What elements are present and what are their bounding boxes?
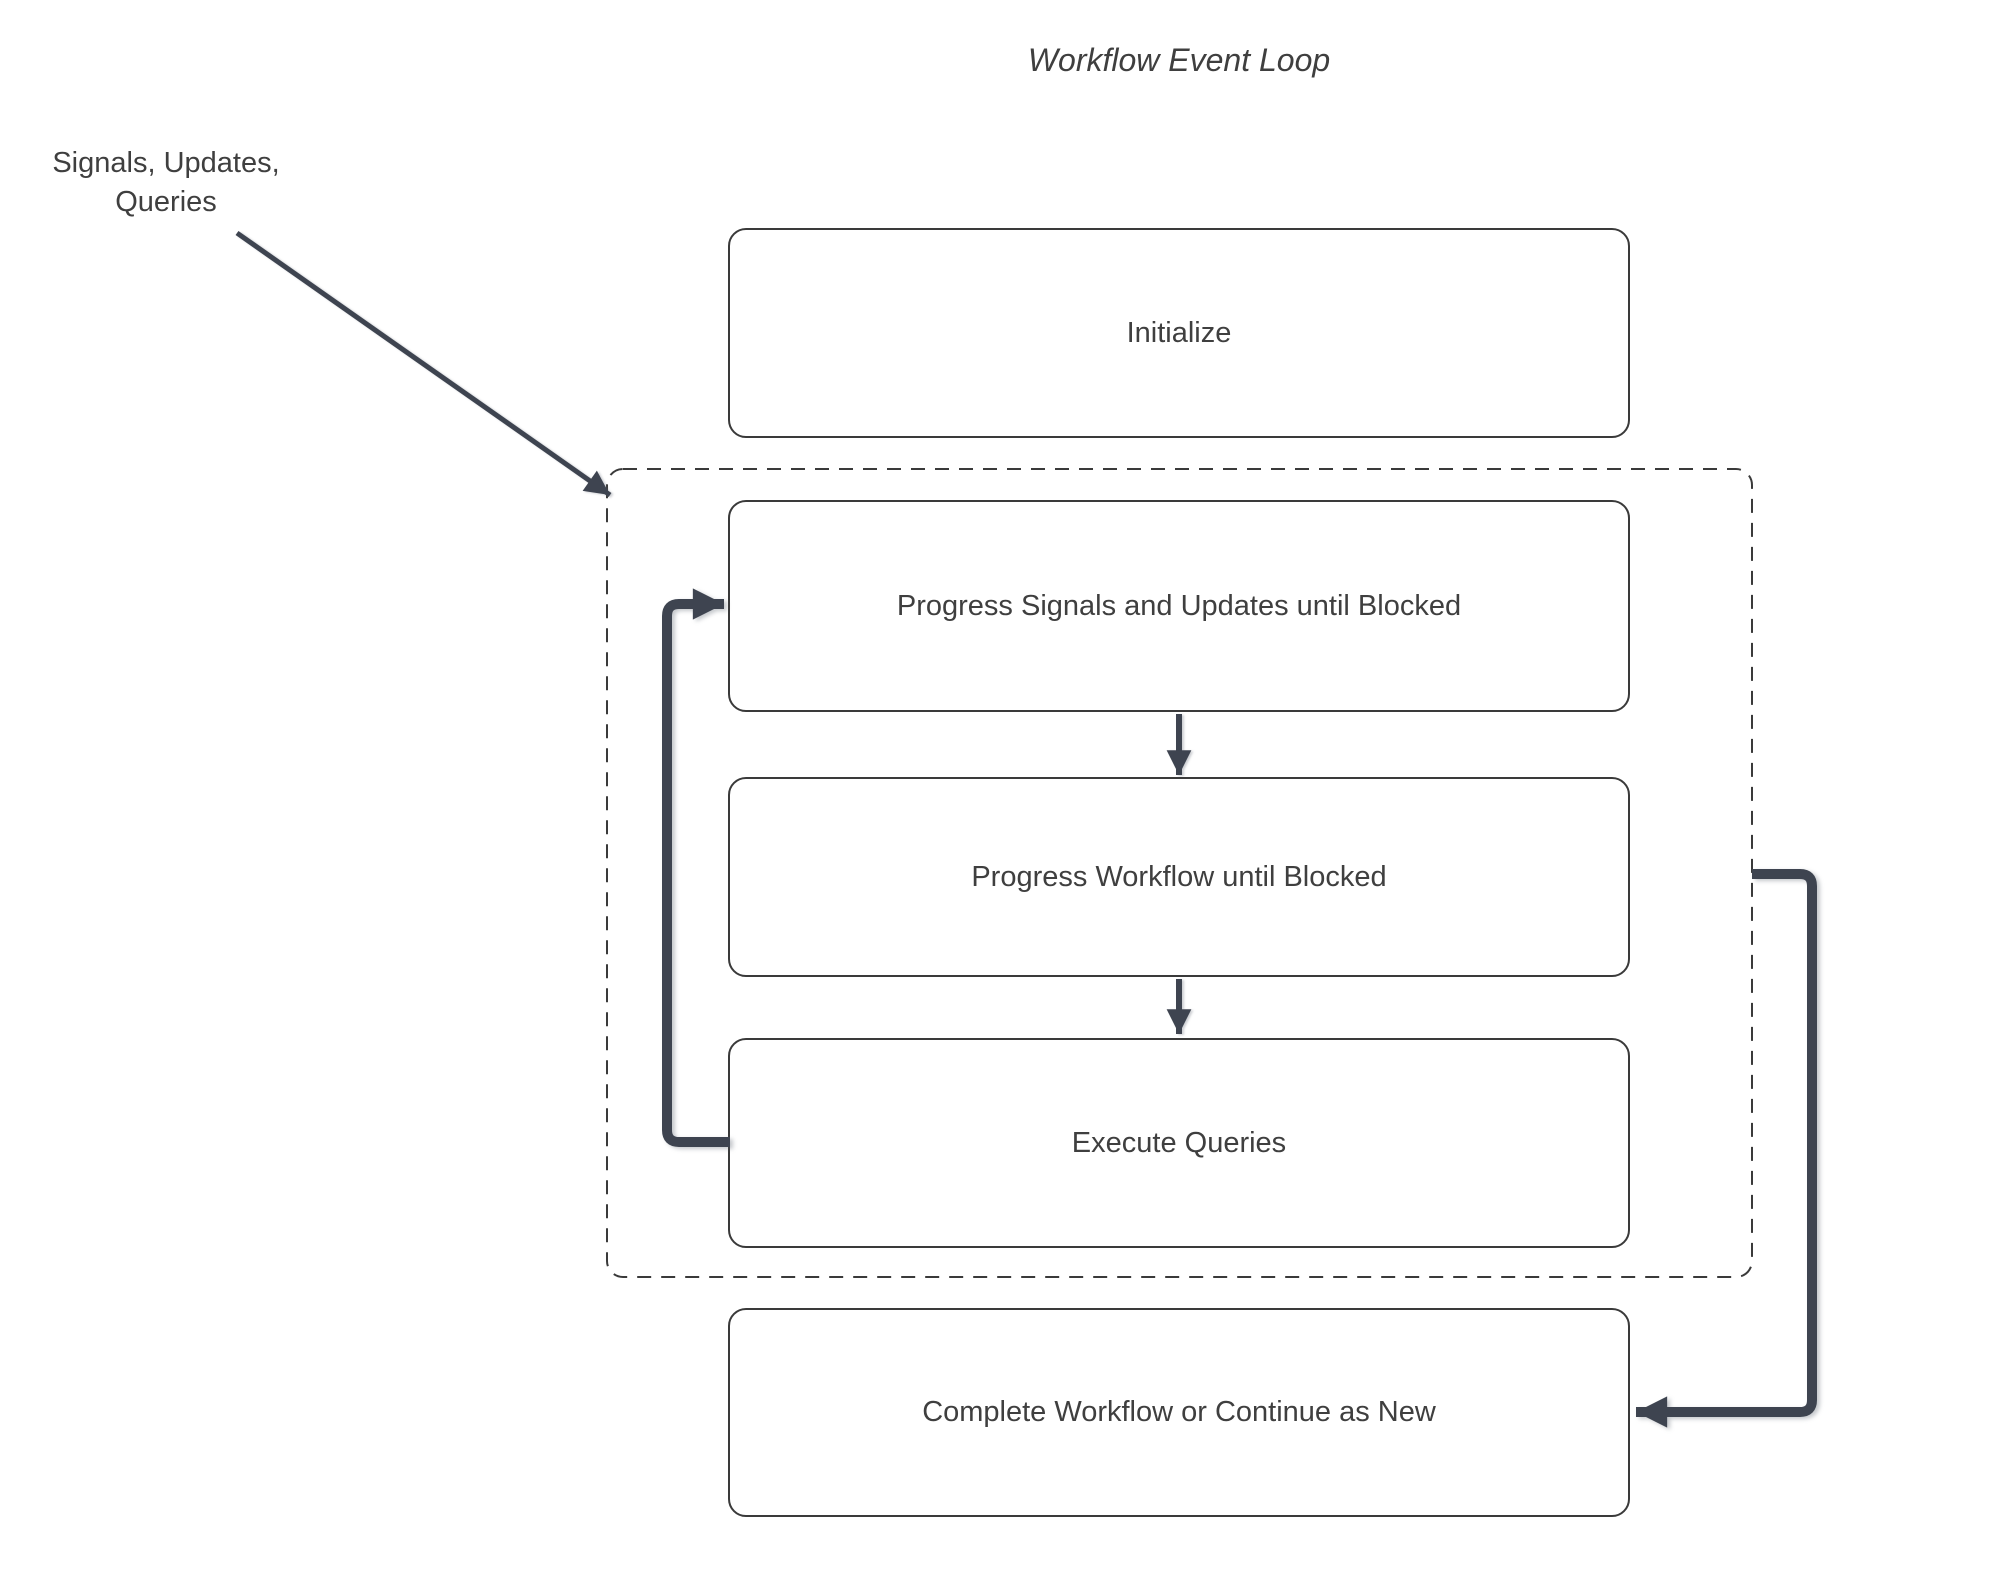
- arrow-signals-to-event-loop: [235, 230, 612, 498]
- node-progress-signals-and-updates: Progress Signals and Updates until Block…: [728, 500, 1630, 712]
- node-execute-queries: Execute Queries: [728, 1038, 1630, 1248]
- node-progress-workflow: Progress Workflow until Blocked: [728, 777, 1630, 977]
- arrow-event-loop-to-complete-workflow: [1636, 869, 1817, 1428]
- signals-updates-queries-label: Signals, Updates, Queries: [16, 144, 316, 222]
- node-progress-signals-label: Progress Signals and Updates until Block…: [896, 589, 1462, 622]
- node-initialize: Initialize: [728, 228, 1630, 438]
- node-initialize-label: Initialize: [1126, 316, 1232, 349]
- node-complete-workflow: Complete Workflow or Continue as New: [728, 1308, 1630, 1517]
- node-execute-queries-label: Execute Queries: [1071, 1126, 1287, 1159]
- arrow-loop-back-execute-queries-to-progress-signals: [662, 588, 730, 1147]
- annotation-line-2: Queries: [115, 186, 217, 218]
- node-progress-workflow-label: Progress Workflow until Blocked: [971, 860, 1387, 893]
- diagram-title: Workflow Event Loop: [1027, 42, 1331, 78]
- node-complete-workflow-label: Complete Workflow or Continue as New: [922, 1396, 1436, 1428]
- annotation-line-1: Signals, Updates,: [52, 147, 280, 179]
